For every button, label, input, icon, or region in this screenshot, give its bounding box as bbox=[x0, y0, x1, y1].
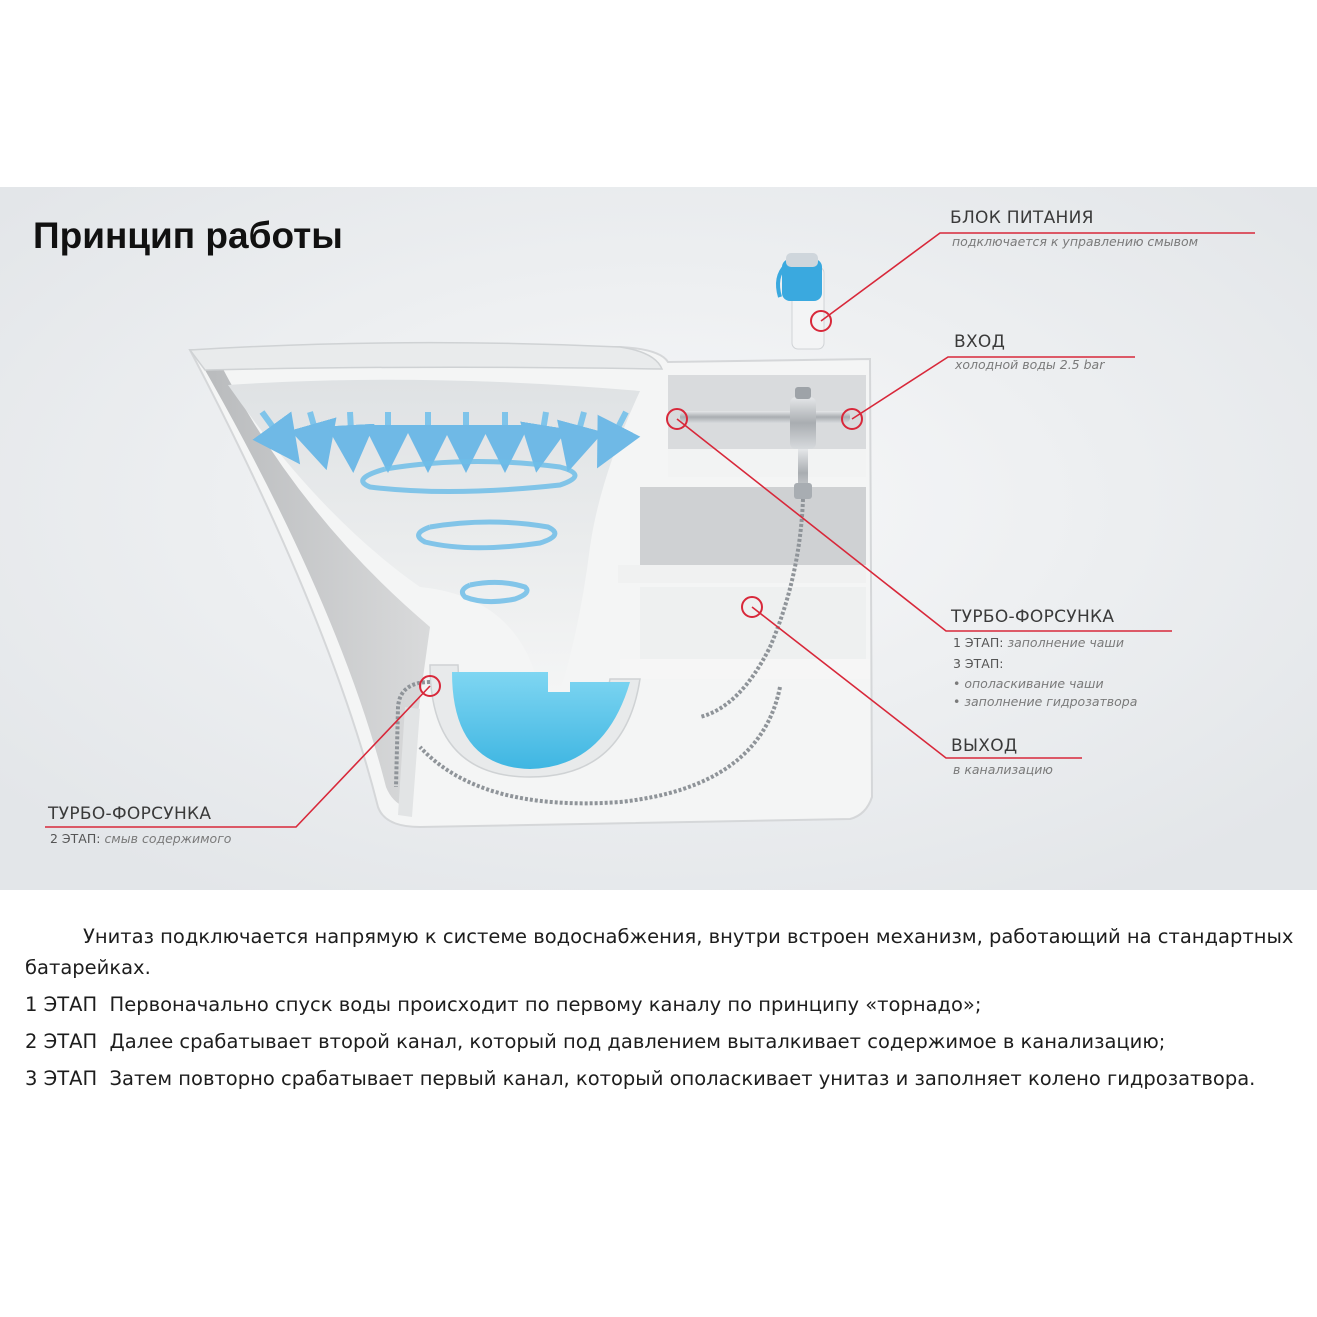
stage-text: Далее срабатывает второй канал, который … bbox=[109, 1030, 1166, 1053]
stage-text: Затем повторно срабатывает первый канал,… bbox=[109, 1067, 1256, 1090]
shell-inner-shade bbox=[205, 367, 430, 807]
callout-turbo-right-stage1: 1 ЭТАП: заполнение чаши bbox=[953, 635, 1124, 650]
callout-power-heading: БЛОК ПИТАНИЯ bbox=[950, 208, 1094, 228]
stage-text: Первоначально спуск воды происходит по п… bbox=[109, 993, 982, 1016]
toilet-rim bbox=[188, 341, 664, 371]
callout-turbo-right-item1: • ополаскивание чаши bbox=[953, 676, 1104, 691]
callout-inlet-heading: ВХОД bbox=[954, 332, 1006, 352]
description-stage-2: 2 ЭТАП Далее срабатывает второй канал, к… bbox=[25, 1026, 1295, 1057]
stage2-text: смыв содержимого bbox=[104, 831, 232, 846]
callout-inlet-sub: холодной воды 2.5 bar bbox=[955, 357, 1105, 372]
description-stage-1: 1 ЭТАП Первоначально спуск воды происход… bbox=[25, 989, 1295, 1020]
description-stage-3: 3 ЭТАП Затем повторно срабатывает первый… bbox=[25, 1063, 1295, 1094]
stage1-text: заполнение чаши bbox=[1007, 635, 1124, 650]
description-intro: Унитаз подключается напрямую к системе в… bbox=[25, 925, 1294, 979]
toilet-cutaway-illustration bbox=[0, 187, 1317, 890]
page-title: Принцип работы bbox=[33, 215, 343, 256]
trap-water bbox=[452, 672, 630, 769]
supply-valve-assembly bbox=[394, 387, 850, 806]
stage1-label: 1 ЭТАП: bbox=[953, 635, 1004, 650]
front-wall bbox=[398, 707, 420, 817]
callout-outlet-heading: ВЫХОД bbox=[951, 736, 1018, 756]
description: Унитаз подключается напрямую к системе в… bbox=[25, 921, 1295, 1094]
flow-arrows bbox=[252, 410, 641, 473]
callout-turbo-left-stage2: 2 ЭТАП: смыв содержимого bbox=[50, 831, 231, 846]
stage2-label: 2 ЭТАП: bbox=[50, 831, 101, 846]
callout-turbo-right-stage3: 3 ЭТАП: bbox=[953, 656, 1003, 671]
stage-label: 2 ЭТАП bbox=[25, 1030, 98, 1053]
callout-turbo-right-heading: ТУРБО-ФОРСУНКА bbox=[951, 607, 1115, 627]
callout-outlet-sub: в канализацию bbox=[953, 762, 1053, 777]
callout-rings bbox=[419, 310, 863, 697]
stage-label: 3 ЭТАП bbox=[25, 1067, 98, 1090]
callout-power-sub: подключается к управлению смывом bbox=[952, 234, 1199, 249]
stage3-label: 3 ЭТАП: bbox=[953, 656, 1004, 671]
diagram-area bbox=[0, 187, 1317, 890]
callout-turbo-left-heading: ТУРБО-ФОРСУНКА bbox=[48, 804, 212, 824]
power-block bbox=[776, 253, 825, 350]
callout-lines bbox=[45, 232, 1255, 828]
callout-turbo-right-item2: • заполнение гидрозатвора bbox=[953, 694, 1138, 709]
stage-label: 1 ЭТАП bbox=[25, 993, 98, 1016]
rear-compartment bbox=[618, 375, 870, 679]
tornado-swirls bbox=[360, 458, 578, 605]
